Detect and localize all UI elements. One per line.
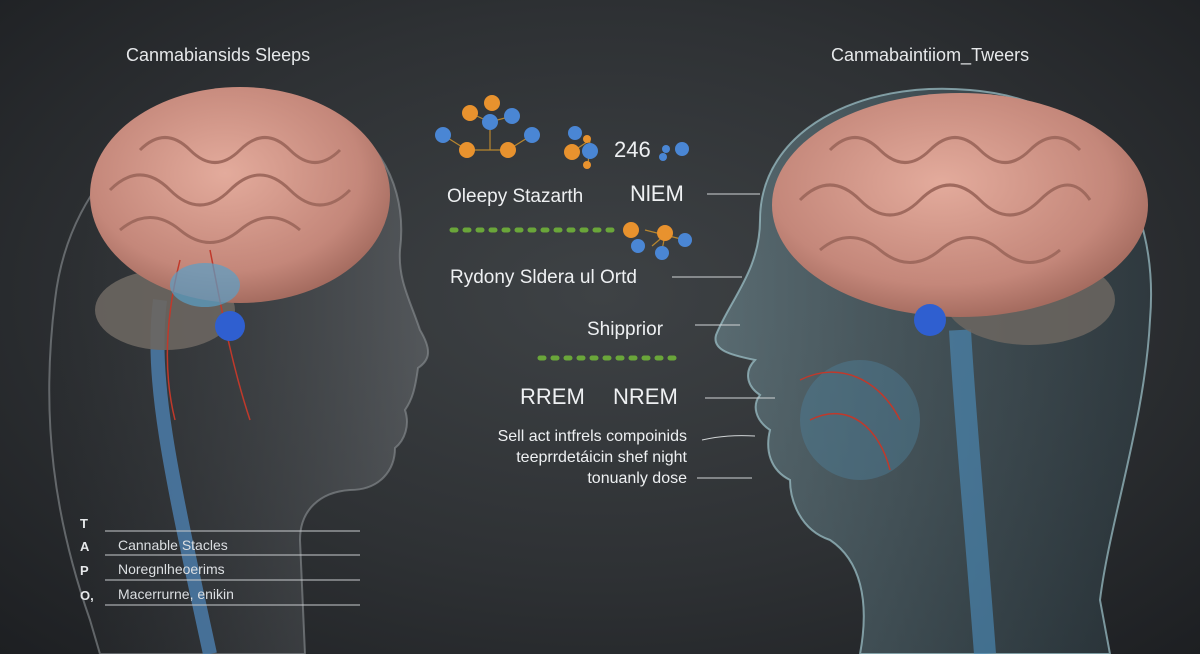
label-shipprior: Shipprior — [587, 319, 664, 340]
blue-sphere — [215, 311, 245, 341]
right-head — [714, 87, 1152, 654]
pointer-lines — [672, 193, 775, 479]
label-sleepy: Oleepy Stazarth — [447, 186, 584, 207]
legend-lines — [105, 530, 360, 606]
number-label: 246 — [614, 137, 651, 162]
label-nrem: NREM — [613, 384, 678, 409]
right-title: Canmabaintiiom_Tweers — [831, 45, 1030, 65]
molecule-diagram — [435, 95, 692, 260]
left-head — [48, 87, 429, 654]
caption-line: teeprrdetáicin shef night — [516, 449, 687, 466]
caption-block: Sell act intfrels compoinids teeprrdetái… — [498, 426, 687, 489]
legend-letter: T — [80, 516, 88, 531]
left-title: Canmabiansids Sleeps — [126, 45, 311, 65]
legend-item: Noregnlheoerims — [118, 561, 225, 577]
legend-letter: P — [80, 563, 89, 578]
brain — [90, 87, 390, 303]
caption-line: tonuanly dose — [587, 470, 687, 487]
legend-item: Cannable Stacles — [118, 537, 228, 553]
label-nrem-top: NlEM — [630, 181, 684, 206]
legend-letter: O, — [80, 588, 94, 603]
legend-item: Macerrurne, enikin — [118, 586, 234, 602]
legend-letter: A — [80, 539, 90, 554]
label-rrem: RREM — [520, 384, 585, 409]
brain — [772, 93, 1148, 317]
label-rydony: Rydony Sldera ul Ortd — [450, 267, 637, 288]
caption-line: Sell act intfrels compoinids — [497, 428, 687, 445]
